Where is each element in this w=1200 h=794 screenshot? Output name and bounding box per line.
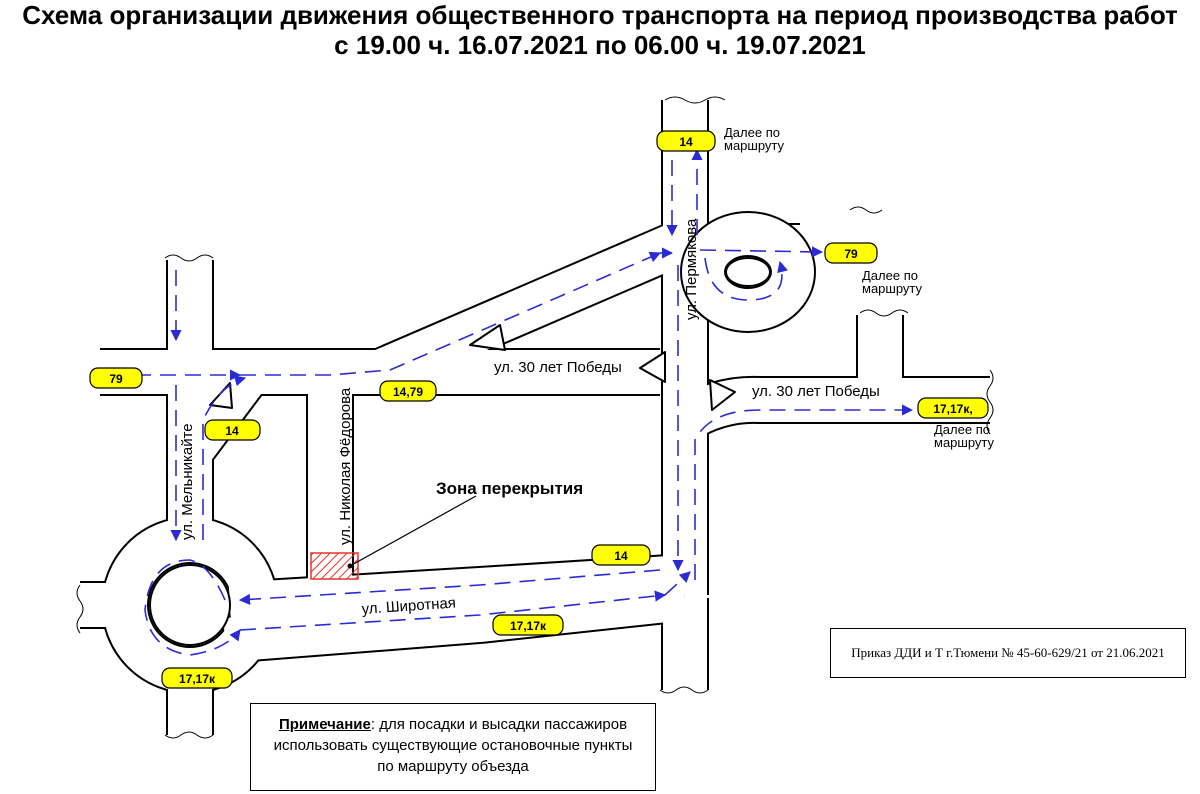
map-title-line1: Схема организации движения общественного…: [22, 0, 1178, 30]
street-label-pobedy-upper: ул. 30 лет Победы: [494, 359, 622, 376]
route-badge-14-top: 14: [656, 130, 716, 152]
svg-text:17,17к: 17,17к: [510, 619, 547, 633]
footnote-line1: Примечание: для посадки и высадки пассаж…: [251, 714, 655, 735]
route-badge-79-left: 79: [89, 367, 143, 389]
route-badges: 14 79 79 14,79 14 17,17к, 14 17,17к: [89, 130, 989, 689]
street-labels: ул. Пермякова ул. 30 лет Победы ул. 30 л…: [179, 218, 880, 618]
footnote-label: Примечание: [278, 716, 371, 733]
svg-text:14: 14: [225, 424, 239, 438]
order-reference: Приказ ДДИ и Т г.Тюмени № 45-60-629/21 о…: [830, 628, 1186, 678]
footnote-line3: по маршруту объезда: [377, 758, 529, 775]
closure-zone-label: Зона перекрытия: [436, 479, 583, 498]
svg-text:79: 79: [109, 372, 123, 386]
map-title-line2: с 19.00 ч. 16.07.2021 по 06.00 ч. 19.07.…: [334, 30, 866, 60]
detour-routes: [135, 148, 914, 656]
road-network: [76, 96, 994, 739]
footnote-box: Примечание: для посадки и высадки пассаж…: [250, 703, 656, 791]
route-badge-14-lower: 14: [591, 544, 651, 566]
route-badge-1717k-lower: 17,17к: [492, 614, 564, 636]
street-label-pobedy-lower: ул. 30 лет Победы: [752, 383, 880, 400]
route-badge-14-79: 14,79: [379, 380, 437, 402]
street-label-permyakova: ул. Пермякова: [683, 218, 700, 320]
footnote-line1-text: : для посадки и высадки пассажиров: [370, 716, 628, 733]
svg-text:14: 14: [679, 135, 693, 149]
svg-text:14: 14: [614, 549, 628, 563]
route-badge-1717k-bottom: 17,17к: [161, 667, 233, 689]
route-badge-1717k-right: 17,17к,: [917, 397, 989, 419]
svg-text:14,79: 14,79: [393, 385, 423, 399]
street-label-melnikaite: ул. Мельникайте: [179, 423, 196, 540]
route-badge-14-mid: 14: [204, 419, 261, 441]
svg-text:17,17к,: 17,17к,: [933, 402, 972, 416]
street-label-fedorova: ул. Николая Фёдорова: [337, 387, 354, 545]
closure-zone: Зона перекрытия: [310, 479, 583, 580]
svg-text:17,17к: 17,17к: [179, 672, 216, 686]
route-badge-79-right: 79: [824, 242, 878, 264]
street-label-shirotnaya: ул. Широтная: [361, 594, 456, 618]
svg-text:79: 79: [844, 247, 858, 261]
footnote-line2: использовать существующие остановочные п…: [273, 737, 633, 754]
